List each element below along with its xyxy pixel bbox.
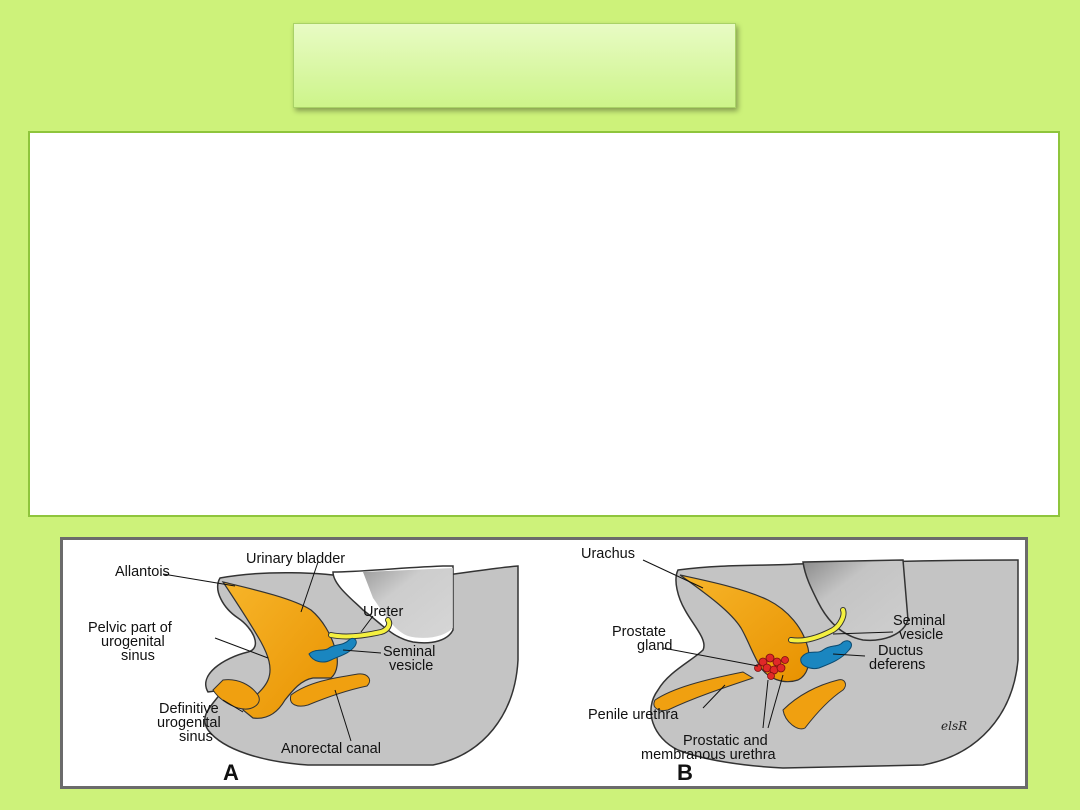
leader-b-seminal xyxy=(832,631,894,635)
label-prostatic-line2: membranous urethra xyxy=(641,747,777,763)
label-a-seminal-line2: vesicle xyxy=(389,658,433,674)
label-prostatic-line1: Prostatic and xyxy=(683,733,768,749)
label-b-seminal-line1: Seminal xyxy=(893,613,945,629)
panel-a-urinary-bladder xyxy=(221,581,338,719)
panel-a: Allantois Urinary bladder Ureter Pelvic … xyxy=(88,551,519,785)
leader-allantois xyxy=(162,573,236,587)
label-allantois: Allantois xyxy=(115,564,170,580)
label-urachus: Urachus xyxy=(581,546,635,562)
leader-urachus xyxy=(642,559,704,589)
label-penile-urethra: Penile urethra xyxy=(588,707,679,723)
label-prostate-line1: Prostate xyxy=(612,624,666,640)
slide-title-box xyxy=(293,23,736,108)
leader-penile-urethra xyxy=(702,684,726,709)
panel-a-definitive-sinus xyxy=(212,679,260,710)
leader-pelvic-part xyxy=(214,637,269,659)
leader-urinary-bladder xyxy=(300,561,319,613)
panel-a-ureter-fill xyxy=(329,618,392,639)
figure-svg: Allantois Urinary bladder Ureter Pelvic … xyxy=(88,546,1019,785)
leader-ureter xyxy=(360,615,374,633)
leader-definitive-sinus xyxy=(222,699,244,713)
panel-b-seminal-vesicle xyxy=(800,640,852,669)
label-ductus-line2: deferens xyxy=(869,657,925,673)
label-pelvic-part-line1: Pelvic part of xyxy=(88,620,173,636)
panel-a-gut-shading xyxy=(363,568,453,638)
label-ductus-line1: Ductus xyxy=(878,643,923,659)
label-pelvic-part-line2: urogenital xyxy=(101,634,165,650)
leader-seminal-vesicle xyxy=(342,649,382,654)
panel-b-hindgut xyxy=(802,559,909,642)
label-definitive-line3: sinus xyxy=(179,729,213,745)
label-anorectal-canal: Anorectal canal xyxy=(281,741,381,757)
artist-signature: elsR xyxy=(941,719,967,733)
label-definitive-line1: Definitive xyxy=(159,701,219,717)
panel-b-rectum xyxy=(782,679,846,730)
embryology-figure: Allantois Urinary bladder Ureter Pelvic … xyxy=(60,537,1028,789)
label-b-seminal-line2: vesicle xyxy=(899,627,943,643)
leader-prostatic-1 xyxy=(762,679,769,729)
label-urinary-bladder: Urinary bladder xyxy=(246,551,345,567)
panel-a-letter: A xyxy=(223,760,239,785)
panel-b-prostate-gland xyxy=(754,653,789,680)
slide-content-box xyxy=(28,131,1060,517)
panel-b: Urachus Prostate gland Seminal vesicle D… xyxy=(581,546,1019,785)
label-pelvic-part-line3: sinus xyxy=(121,648,155,664)
label-definitive-line2: urogenital xyxy=(157,715,221,731)
leader-prostatic-2 xyxy=(767,674,784,729)
panel-a-anorectal-canal xyxy=(289,673,371,707)
label-ureter: Ureter xyxy=(363,604,403,620)
label-a-seminal-line1: Seminal xyxy=(383,644,435,660)
label-prostate-line2: gland xyxy=(637,638,672,654)
panel-a-seminal-vesicle xyxy=(308,637,357,663)
panel-b-letter: B xyxy=(677,760,693,785)
leader-anorectal-canal xyxy=(334,689,352,742)
panel-b-ureter-fill xyxy=(789,608,846,643)
leader-prostate xyxy=(662,647,759,667)
leader-ductus xyxy=(832,653,866,657)
panel-b-urinary-bladder xyxy=(679,574,810,683)
